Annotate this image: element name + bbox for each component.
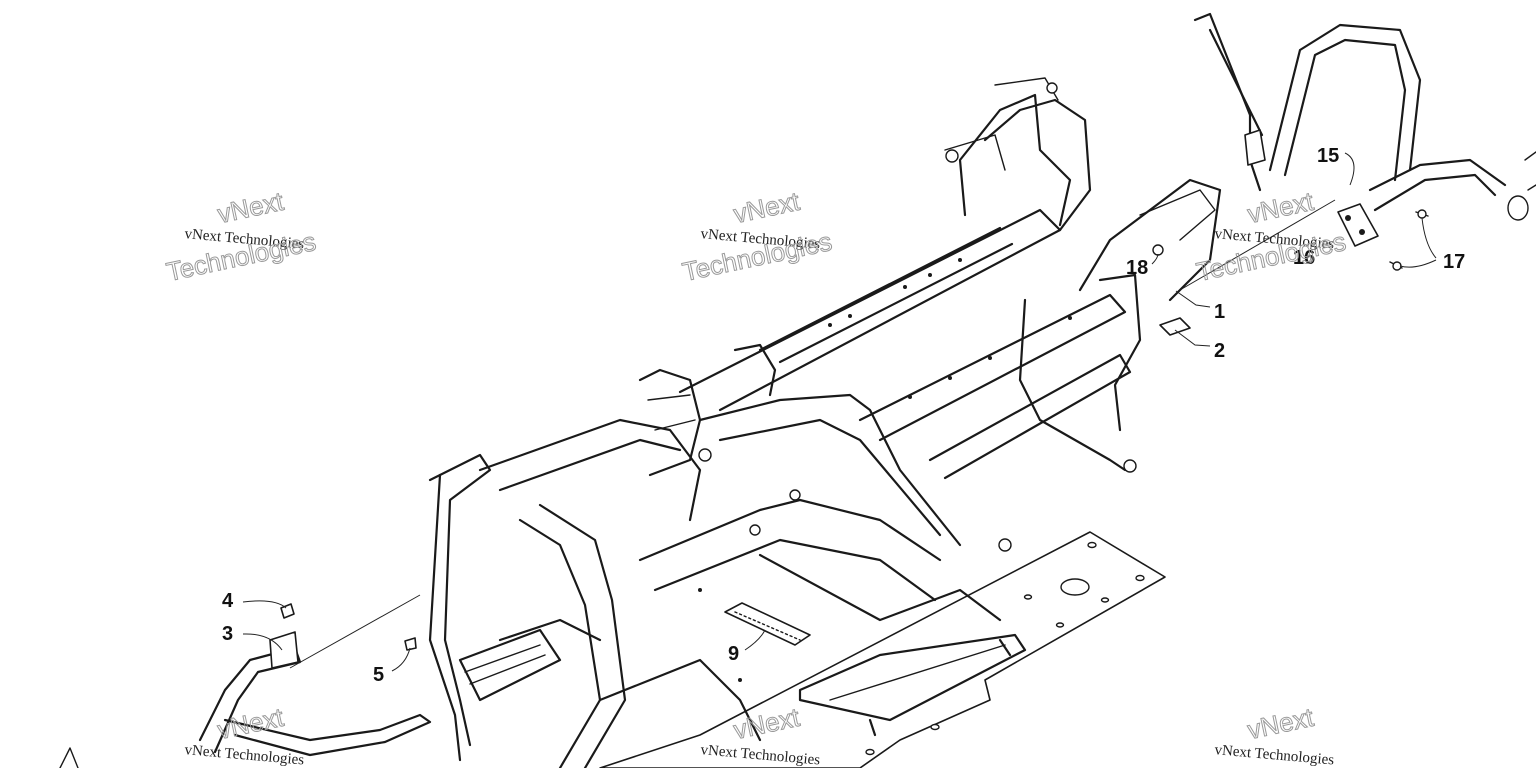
- callout-2: 2: [1214, 340, 1225, 362]
- watermarks: vNext vNext Technologies Technologies vN…: [163, 185, 1349, 768]
- callout-4: 4: [222, 590, 234, 612]
- rear-bumper: [1193, 12, 1536, 271]
- watermark-bottom-right: vNext vNext Technologies: [1214, 701, 1335, 768]
- callout-17: 17: [1443, 251, 1465, 273]
- front-bumper: [59, 631, 432, 768]
- main-frame: [428, 77, 1222, 768]
- callout-1: 1: [1214, 301, 1225, 323]
- watermark-top-left: vNext vNext Technologies Technologies: [163, 185, 319, 287]
- svg-text:vNext Technologies: vNext Technologies: [184, 742, 305, 768]
- svg-text:vNext: vNext: [1245, 702, 1317, 745]
- svg-text:vNext: vNext: [215, 186, 287, 229]
- callout-16: 16: [1293, 247, 1315, 269]
- watermark-top-center: vNext vNext Technologies Technologies: [679, 185, 835, 287]
- callout-labels: 1 2 3 4 5 9 15 16 17 18: [222, 145, 1465, 686]
- svg-text:vNext Technologies: vNext Technologies: [1214, 742, 1335, 768]
- svg-text:vNext: vNext: [1245, 186, 1317, 229]
- callout-5: 5: [373, 664, 384, 686]
- svg-text:vNext: vNext: [731, 186, 803, 229]
- watermark-top-right: vNext vNext Technologies Technologies: [1193, 185, 1349, 287]
- svg-text:vNext: vNext: [215, 702, 287, 745]
- leader-lines: [242, 152, 1437, 672]
- skid-plate: [599, 531, 1166, 768]
- callout-18: 18: [1126, 257, 1148, 279]
- callout-3: 3: [222, 623, 233, 645]
- callout-15: 15: [1317, 145, 1339, 167]
- callout-9: 9: [728, 643, 739, 665]
